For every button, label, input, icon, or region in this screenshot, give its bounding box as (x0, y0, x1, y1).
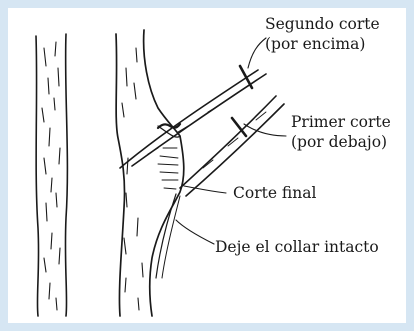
pruning-illustration (8, 8, 406, 323)
label-final-cut: Corte final (233, 183, 316, 203)
pointer-collar (176, 220, 214, 244)
illustration-panel: Segundo corte (por encima) Primer corte … (8, 8, 406, 323)
pointer-first-cut (244, 124, 286, 136)
label-second-cut-line2: (por encima) (265, 34, 380, 54)
pointer-second-cut (248, 38, 266, 68)
label-first-cut-line1: Primer corte (291, 112, 391, 132)
background-trunk (36, 34, 67, 316)
label-collar: Deje el collar intacto (215, 237, 379, 257)
upper-branch (120, 66, 266, 168)
label-second-cut: Segundo corte (por encima) (265, 14, 380, 54)
label-second-cut-line1: Segundo corte (265, 14, 380, 34)
label-final-cut-text: Corte final (233, 183, 316, 203)
label-first-cut-line2: (por debajo) (291, 132, 391, 152)
label-collar-text: Deje el collar intacto (215, 237, 379, 257)
label-first-cut: Primer corte (por debajo) (291, 112, 391, 152)
